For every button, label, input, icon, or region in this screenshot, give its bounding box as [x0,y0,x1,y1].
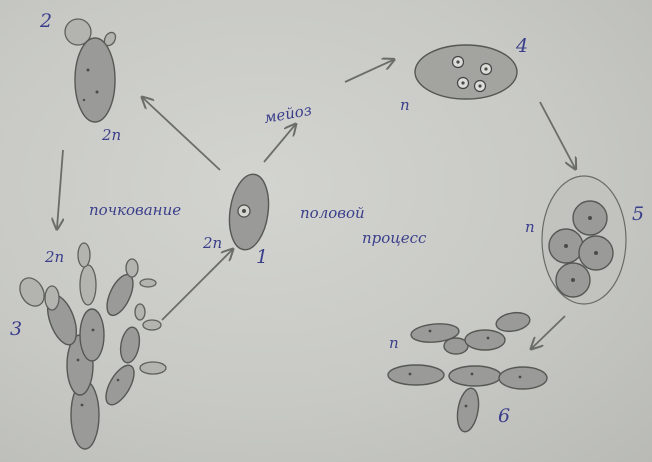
stage-5-ascospores [542,176,626,304]
stage-4-ascus [415,45,517,99]
stage-1-ploidy: 2n [202,234,222,252]
stage-6-ploidy: n [389,334,399,352]
stage-5-ploidy: n [525,218,535,236]
sexual-process-label-line1: половой [300,204,365,222]
stage-6-haploid-cells [388,310,547,433]
sexual-process-label-line2: процесс [362,229,427,247]
meiosis-label: мейоз [263,101,314,127]
arrow-1-to-meiosis [264,125,295,162]
stage-3-pseudomycelium [15,243,166,449]
arrow-1-to-2 [143,98,220,170]
stage-1-number: 1 [256,246,268,268]
stage-2-ploidy: 2n [101,126,121,144]
arrow-3-to-1 [162,250,232,320]
budding-label: почкование [89,201,181,219]
stage-3-ploidy: 2n [44,248,64,266]
arrow-2-to-3 [57,150,63,228]
arrow-4-to-5 [540,102,575,168]
arrow-meiosis-to-4 [345,60,393,82]
stage-5-number: 5 [632,203,644,225]
stage-2-number: 2 [39,10,52,32]
stage-4-ploidy: n [400,96,410,114]
stage-3-number: 3 [10,318,22,340]
stage-4-number: 4 [515,35,528,57]
stage-6-number: 6 [498,405,510,427]
stage-2-budding-cell [65,19,118,122]
stage-1-diploid-cell [225,172,273,253]
arrow-5-to-6 [532,316,565,348]
